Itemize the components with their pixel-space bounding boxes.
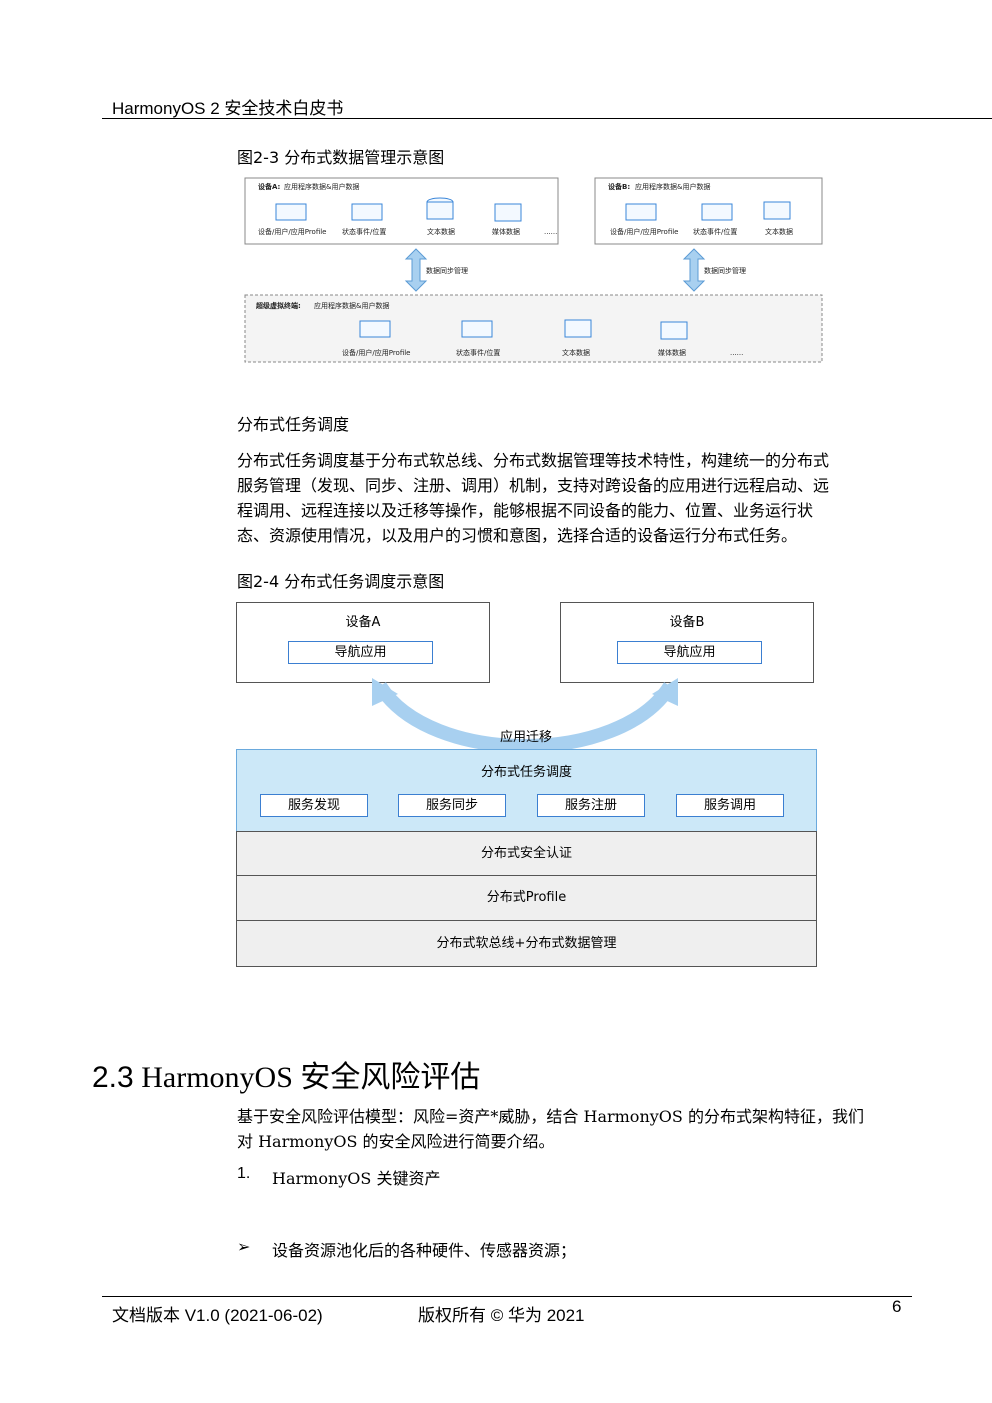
service-discovery-box: 服务发现 bbox=[260, 794, 368, 817]
list-item-key-assets: HarmonyOS 关键资产 bbox=[272, 1169, 441, 1188]
device-a-title: 设备A: bbox=[258, 182, 281, 191]
paragraph-line: 程调用、远程连接以及迁移等操作，能够根据不同设备的能力、位置、业务运行状 bbox=[237, 501, 814, 520]
arrow-head-right bbox=[652, 678, 678, 706]
service-invoke-box: 服务调用 bbox=[676, 794, 784, 817]
task-scheduling-paragraph: 分布式任务调度基于分布式软总线、分布式数据管理等技术特性，构建统一的分布式 服务… bbox=[237, 448, 887, 548]
device-a-subtitle: 应用程序数据&用户数据 bbox=[284, 182, 359, 191]
task-scheduler-panel: 分布式任务调度 服务发现 服务同步 服务注册 服务调用 bbox=[236, 749, 817, 832]
sync-label-a: 数据同步管理 bbox=[426, 266, 468, 275]
bullet-item-device-resources: 设备资源池化后的各种硬件、传感器资源； bbox=[272, 1241, 577, 1260]
softbus-layer: 分布式软总线+分布式数据管理 bbox=[236, 920, 817, 967]
figure-2-4-caption: 图2-4 分布式任务调度示意图 bbox=[237, 572, 445, 591]
task-scheduler-title: 分布式任务调度 bbox=[480, 765, 572, 780]
virtual-item: 文本数据 bbox=[562, 348, 590, 357]
device-a-item: 文本数据 bbox=[427, 227, 455, 236]
device-a-box: 设备A 导航应用 bbox=[236, 602, 490, 683]
arrow-head-left bbox=[372, 678, 398, 706]
figure-2-3-caption: 图2-3 分布式数据管理示意图 bbox=[237, 148, 445, 167]
media-icon bbox=[494, 203, 522, 222]
migration-label: 应用迁移 bbox=[500, 730, 553, 745]
figure-2-3-diagram: 设备A: 应用程序数据&用户数据 设备/用户/应用Profile 状态事件/位置… bbox=[244, 177, 823, 363]
section-2-3-heading: 2.3 HarmonyOS 安全风险评估 bbox=[92, 1052, 480, 1096]
service-register-box: 服务注册 bbox=[537, 794, 645, 817]
text-data-icon-b bbox=[763, 201, 791, 220]
state-icon-b bbox=[701, 203, 733, 221]
virtual-item: 媒体数据 bbox=[658, 348, 686, 357]
device-a-item: 设备/用户/应用Profile bbox=[258, 227, 326, 236]
device-a-item: 状态事件/位置 bbox=[342, 227, 386, 236]
task-scheduling-heading: 分布式任务调度 bbox=[237, 415, 350, 434]
nav-app-b: 导航应用 bbox=[617, 641, 762, 664]
state-icon bbox=[351, 203, 383, 221]
nav-app-a: 导航应用 bbox=[288, 641, 433, 664]
device-a-item: 媒体数据 bbox=[492, 227, 520, 236]
paragraph-line: 态、资源使用情况，以及用户的习惯和意图，选择合适的设备运行分布式任务。 bbox=[237, 526, 798, 545]
list-number: 1. bbox=[237, 1165, 251, 1182]
sync-arrow-b bbox=[682, 248, 706, 292]
document-header-title: HarmonyOS 2 安全技术白皮书 bbox=[112, 99, 344, 118]
device-b-title: 设备B: bbox=[608, 182, 630, 191]
device-b-item: 状态事件/位置 bbox=[693, 227, 737, 236]
paragraph-line: 基于安全风险评估模型：风险=资产*威胁，结合 HarmonyOS 的分布式架构特… bbox=[237, 1107, 864, 1126]
virtual-terminal-panel bbox=[244, 294, 823, 363]
virtual-item: 设备/用户/应用Profile bbox=[342, 348, 410, 357]
virtual-item: 状态事件/位置 bbox=[456, 348, 500, 357]
paragraph-line: 分布式任务调度基于分布式软总线、分布式数据管理等技术特性，构建统一的分布式 bbox=[237, 451, 830, 470]
footer-page-number: 6 bbox=[892, 1297, 902, 1316]
arrow-bullet-icon: ➢ bbox=[237, 1237, 251, 1256]
profile-icon-v bbox=[359, 320, 391, 338]
profile-icon bbox=[275, 203, 307, 221]
device-a-item: ...... bbox=[544, 228, 557, 236]
text-data-body bbox=[426, 201, 454, 220]
paragraph-line: 服务管理（发现、同步、注册、调用）机制，支持对跨设备的应用进行远程启动、远 bbox=[237, 476, 830, 495]
device-b-item: 设备/用户/应用Profile bbox=[610, 227, 678, 236]
device-b-subtitle: 应用程序数据&用户数据 bbox=[635, 182, 710, 191]
security-auth-layer: 分布式安全认证 bbox=[236, 831, 817, 876]
paragraph-line: 对 HarmonyOS 的安全风险进行简要介绍。 bbox=[237, 1132, 555, 1151]
header-divider bbox=[102, 118, 992, 119]
section-title: HarmonyOS 安全风险评估 bbox=[141, 1061, 481, 1094]
footer-copyright: 版权所有 © 华为 2021 bbox=[418, 1306, 585, 1325]
device-b-item: 文本数据 bbox=[765, 227, 793, 236]
device-b-title: 设备B bbox=[669, 615, 705, 630]
state-icon-v bbox=[461, 320, 493, 338]
section-2-3-paragraph: 基于安全风险评估模型：风险=资产*威胁，结合 HarmonyOS 的分布式架构特… bbox=[237, 1104, 887, 1154]
media-icon-v bbox=[660, 321, 688, 340]
virtual-title: 超级虚拟终端: bbox=[256, 301, 301, 310]
migration-arrow bbox=[372, 678, 678, 753]
sync-label-b: 数据同步管理 bbox=[704, 266, 746, 275]
footer-version: 文档版本 V1.0 (2021-06-02) bbox=[112, 1306, 323, 1325]
virtual-item: ...... bbox=[730, 349, 743, 357]
sync-arrow-a bbox=[404, 248, 428, 292]
footer-divider bbox=[102, 1296, 912, 1297]
service-sync-box: 服务同步 bbox=[398, 794, 506, 817]
text-data-icon-v bbox=[564, 319, 592, 338]
profile-layer: 分布式Profile bbox=[236, 875, 817, 921]
device-a-title: 设备A bbox=[345, 615, 381, 630]
device-b-box: 设备B 导航应用 bbox=[560, 602, 814, 683]
section-number: 2.3 bbox=[92, 1061, 134, 1094]
profile-icon-b bbox=[625, 203, 657, 221]
virtual-subtitle: 应用程序数据&用户数据 bbox=[314, 301, 389, 310]
